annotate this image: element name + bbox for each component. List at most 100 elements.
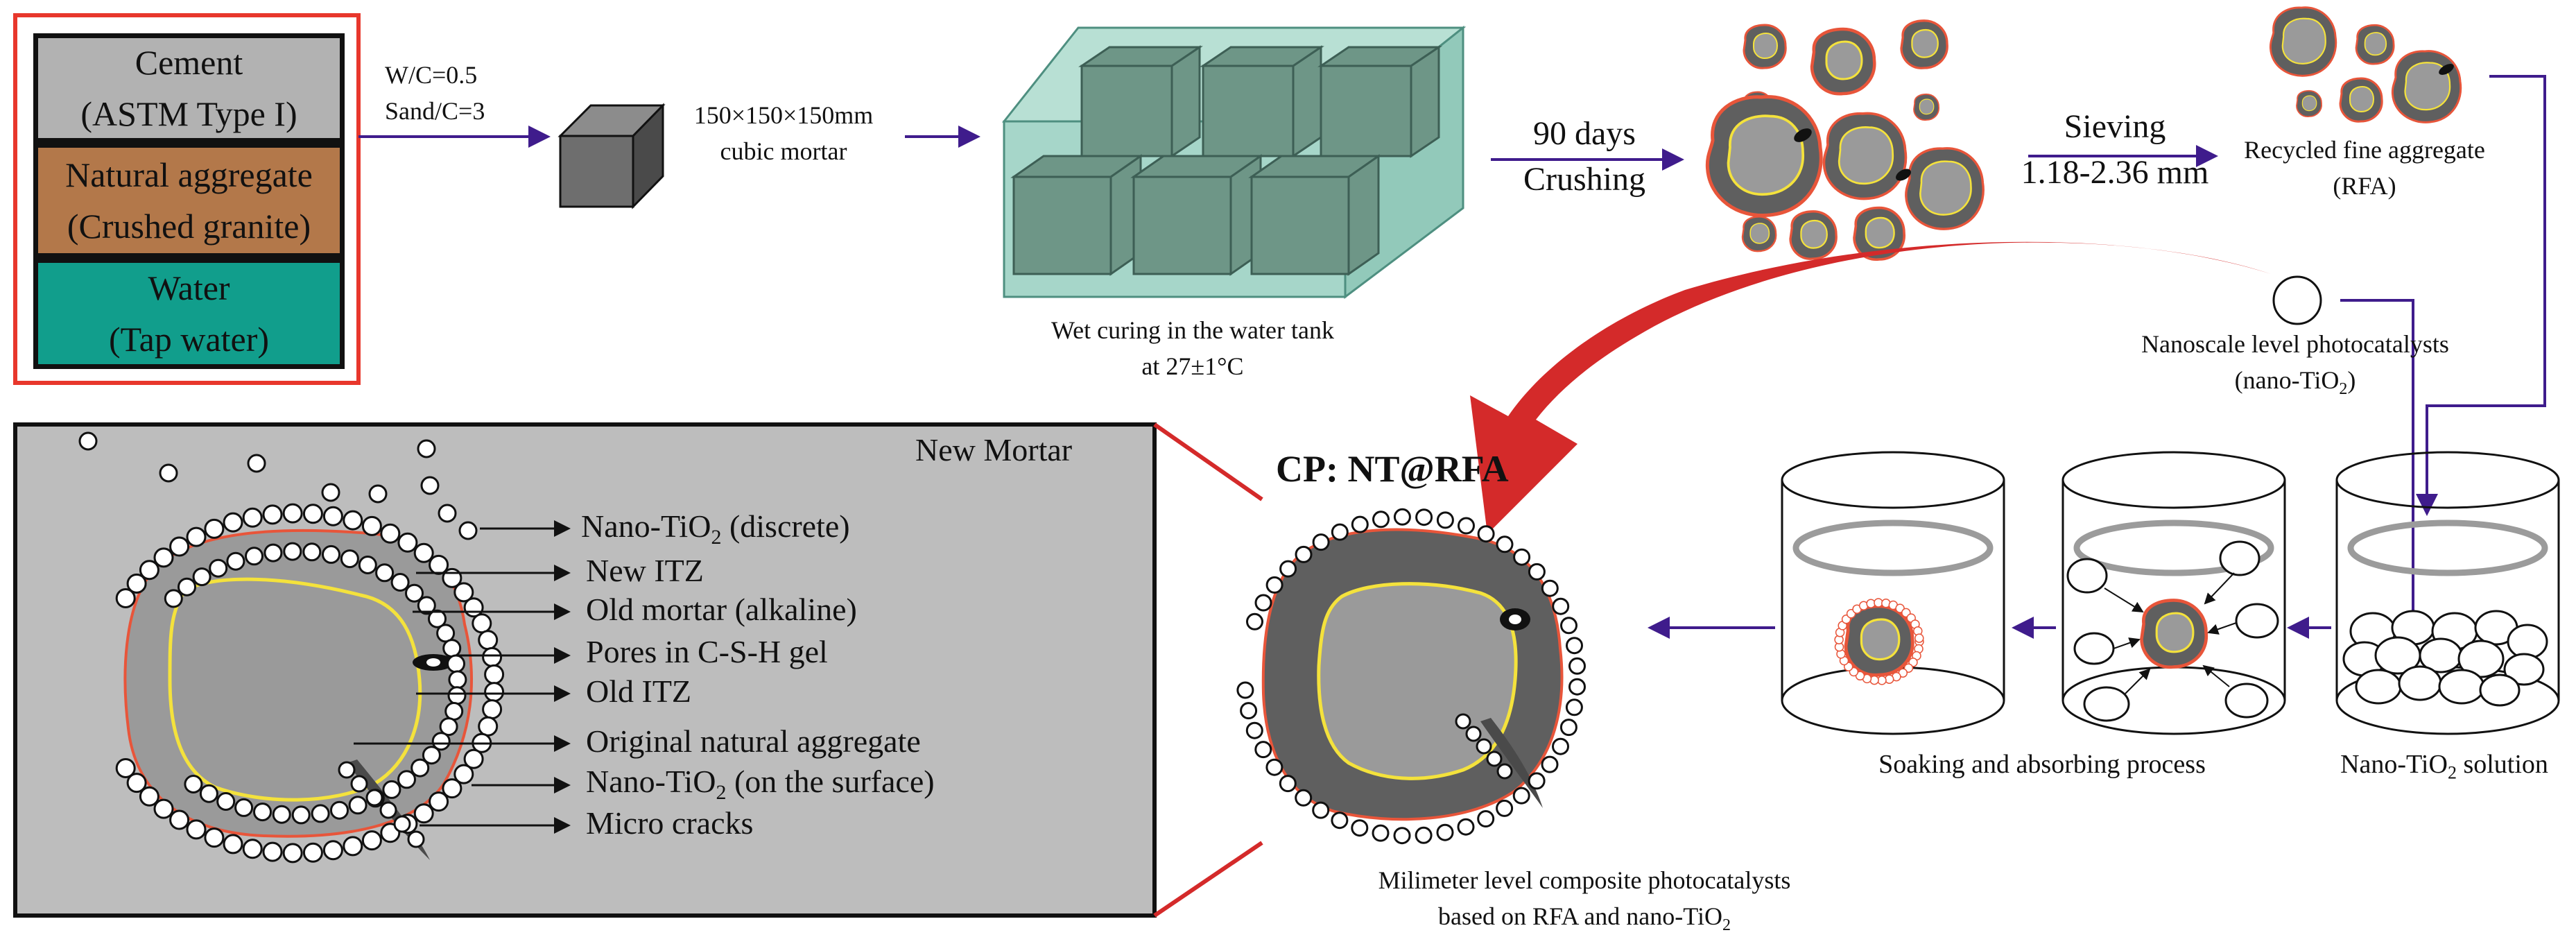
nano-tio2-dot <box>1236 681 1254 699</box>
nano-tio2-dot <box>1240 702 1258 720</box>
cement-box: Cement (ASTM Type I) <box>33 33 345 143</box>
nano-tio2-dot <box>1566 637 1583 655</box>
nano-tio2-dot <box>226 551 245 571</box>
water-type-label: (Tap water) <box>108 320 270 359</box>
solution-label: Nano-TiO2 solution <box>2316 749 2573 784</box>
nano-tio2-dot <box>1372 824 1390 842</box>
nano-tio2-dot <box>1279 560 1297 578</box>
nano-tio2-dot <box>484 664 505 685</box>
nano-tio2-dot <box>1552 737 1569 755</box>
nano-tio2-dot <box>253 803 272 822</box>
nano-tio2-dot <box>453 764 474 784</box>
water-label: Water <box>148 268 230 307</box>
rfa-to-solution-line <box>2416 75 2546 516</box>
cement-swatch <box>33 33 345 143</box>
nano-tio2-dot <box>204 518 225 539</box>
nano-tio2-dot <box>442 639 462 658</box>
nano-tio2-dot <box>223 512 243 533</box>
zoom-line-bottom <box>1153 841 1263 918</box>
composite-line-1: Milimeter level composite photocatalysts <box>1378 866 1791 894</box>
nano-tio2-dot <box>361 830 382 851</box>
nano-tio2-dot <box>1254 741 1272 759</box>
legend-arrows <box>354 520 571 834</box>
nano-tio2-dot <box>242 839 263 859</box>
nano-tio2-dot <box>178 577 196 597</box>
nano-tio2-dot <box>397 532 418 553</box>
nano-tio2-dot <box>358 556 377 574</box>
nano-tio2-dot <box>1436 511 1454 529</box>
aggregate-box: Natural aggregate (Crushed granite) <box>33 143 345 258</box>
curing-line-1: Wet curing in the water tank <box>1051 316 1334 344</box>
water-box: Water (Tap water) <box>33 258 345 369</box>
nano-prefix: (nano-TiO <box>2234 366 2340 394</box>
nano-tio2-dot <box>169 536 190 557</box>
nano-tio2-dot <box>184 775 203 793</box>
composite-sub: 2 <box>1722 916 1731 935</box>
nano-tio2-dot <box>139 560 159 581</box>
nano-tio2-dot <box>439 717 458 737</box>
nano-tio2-dot <box>302 842 323 863</box>
zoom-line-top <box>1153 422 1263 501</box>
nano-tio2-dot <box>283 542 302 561</box>
nano-tio2-dot <box>186 526 207 547</box>
nano-tio2-dot <box>199 784 218 803</box>
nano-tio2-dot <box>422 746 441 765</box>
nano-tio2-dot <box>153 798 174 819</box>
nano-tio2-dot <box>153 547 174 568</box>
legend-nano-discrete: Nano-TiO2 (discrete) <box>581 508 850 549</box>
curing-label: Wet curing in the water tank at 27±1°C <box>971 312 1415 384</box>
legend-nano-discrete-prefix: Nano-TiO <box>581 508 711 544</box>
nano-tio2-dot <box>186 819 207 840</box>
composite-prefix: based on RFA and nano-TiO <box>1437 902 1722 930</box>
soaking-1-contents <box>1834 598 1924 685</box>
big-red-curved-arrow <box>1470 241 2271 534</box>
cement-label: Cement <box>135 43 243 82</box>
nano-tio2-dot <box>1477 810 1495 827</box>
nano-tio2-dot <box>322 506 343 526</box>
nano-tio2-dot <box>1513 548 1531 566</box>
nano-tio2-dot <box>417 596 436 615</box>
nano-line-2: (nano-TiO2) <box>2108 362 2482 407</box>
nano-tio2-dot <box>1393 827 1411 845</box>
nano-tio2-dot <box>448 670 467 689</box>
aggregate-type-label: (Crushed granite) <box>67 207 311 246</box>
nano-tio2-dot <box>209 558 228 578</box>
nano-tio2-dot <box>375 563 395 583</box>
nano-sub: 2 <box>2339 380 2348 399</box>
solution-nano-circles <box>2342 610 2548 707</box>
nano-tio2-dot <box>1559 719 1577 737</box>
nano-tio2-dot <box>330 800 349 820</box>
nano-tio2-dot <box>1265 576 1283 594</box>
beaker-soaking-1 <box>1781 451 2005 735</box>
nano-tio2-dot <box>282 503 303 524</box>
legend-old-mortar: Old mortar (alkaline) <box>586 592 857 627</box>
water-swatch <box>33 258 345 369</box>
nano-tio2-dot <box>1331 812 1349 830</box>
nano-tio2-dot <box>1415 508 1433 526</box>
nano-tio2-dot <box>484 682 505 703</box>
nano-tio2-dot <box>1372 510 1390 529</box>
nano-tio2-dot <box>343 510 363 531</box>
nano-tio2-dot <box>478 630 499 651</box>
legend-nano-surface-sub: 2 <box>716 781 727 805</box>
legend-original-aggregate: Original natural aggregate <box>586 723 921 759</box>
nano-tio2-dot <box>1541 579 1559 597</box>
legend-micro-cracks: Micro cracks <box>586 805 754 841</box>
nano-tio2-dot <box>1496 535 1514 553</box>
legend-new-itz: New ITZ <box>586 553 704 588</box>
nano-tio2-dot <box>472 613 492 634</box>
nano-tio2-dot <box>410 758 430 778</box>
cube-size: 150×150×150mm <box>693 101 874 129</box>
nano-tio2-dot <box>482 646 503 667</box>
cube-mortar-shape <box>557 103 666 209</box>
nano-tio2-dot <box>390 573 410 592</box>
nano-tio2-dot <box>361 515 382 536</box>
nano-tio2-dot <box>1560 617 1577 635</box>
nano-tio2-dot <box>382 780 401 799</box>
nano-tio2-dot <box>428 609 447 628</box>
nano-tio2-dot <box>1496 799 1514 817</box>
new-mortar-title: New Mortar <box>915 432 1073 467</box>
nano-tio2-dot <box>405 583 424 603</box>
